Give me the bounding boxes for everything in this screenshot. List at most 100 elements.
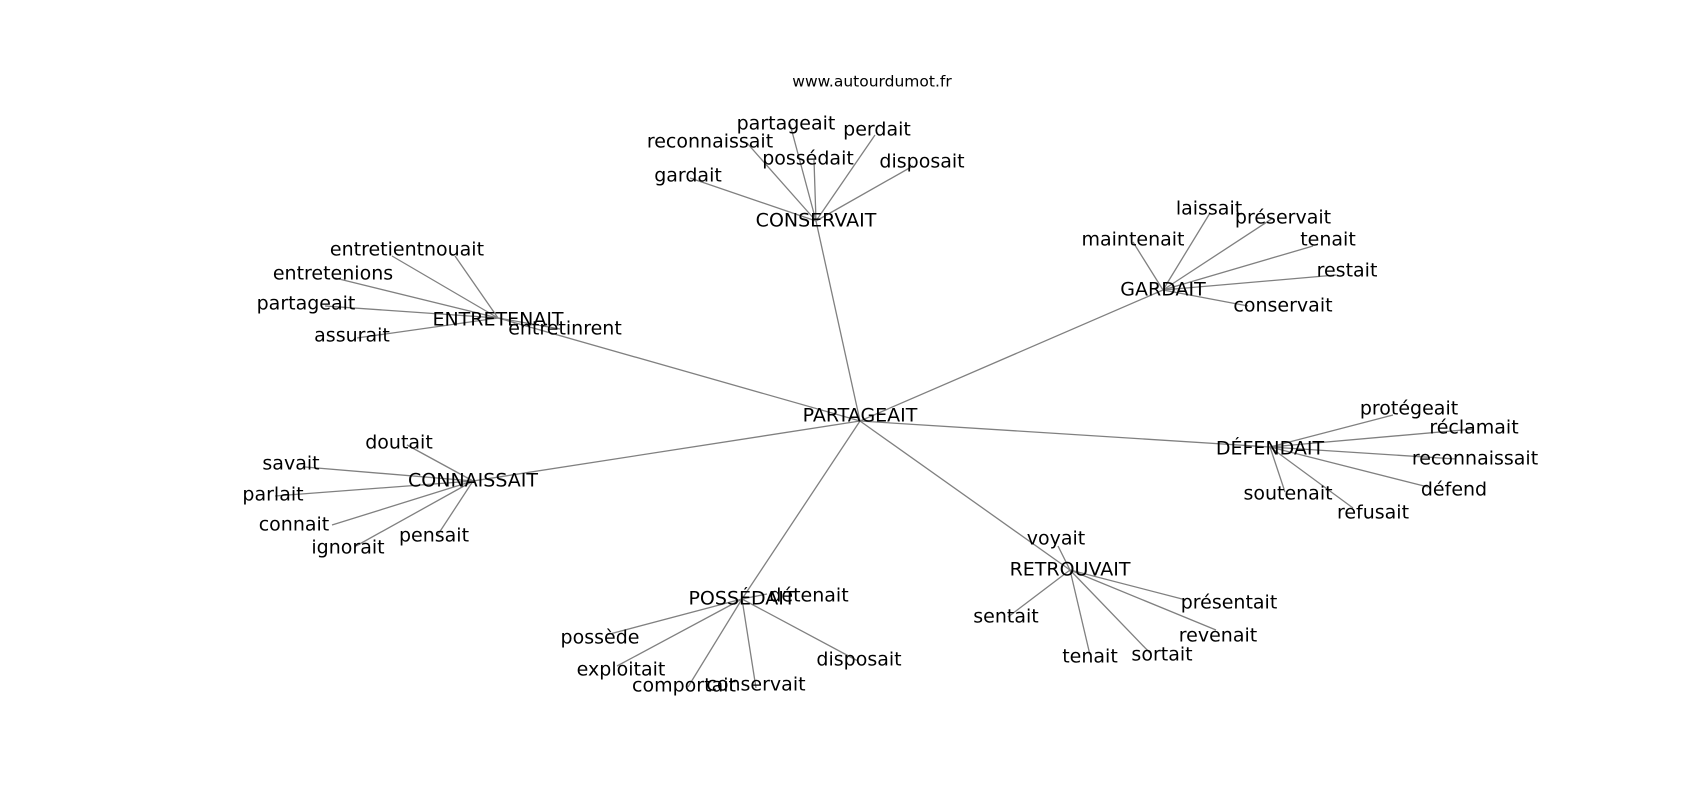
- edge-possedait-possede: [605, 598, 743, 636]
- edge-possedait-disposait: [741, 598, 859, 662]
- edge-gardait-maintenait: [1132, 241, 1164, 291]
- word-defendait-refusait: refusait: [1337, 502, 1409, 524]
- word-retrouvait-tenait: tenait: [1062, 646, 1118, 668]
- word-retrouvait-voyait: voyait: [1027, 528, 1085, 550]
- hub-word-gardait: GARDAIT: [1120, 279, 1206, 301]
- word-defendait-reclamait: réclamait: [1429, 417, 1518, 439]
- word-conservait-partageait: partageait: [737, 113, 836, 135]
- edge-defendait-reclamait: [1269, 428, 1475, 448]
- edge-conservait-partageait: [789, 123, 817, 222]
- word-possedait-comportait: comportait: [632, 675, 736, 697]
- graph-labels: www.autourdumot.fr CONSERVAIT gardait reco…: [242, 73, 1538, 697]
- edge-center-gardait: [859, 289, 1164, 422]
- word-possedait-disposait: disposait: [816, 649, 901, 671]
- edge-possedait-detenait: [741, 593, 768, 600]
- word-retrouvait-sortait: sortait: [1131, 644, 1192, 666]
- word-entretenait-entretenions: entretenions: [273, 263, 393, 285]
- edge-entretenait-partageait: [324, 305, 499, 319]
- word-retrouvait-presentait: présentait: [1181, 592, 1278, 614]
- edge-possedait-conservait: [741, 598, 757, 689]
- word-defendait-protegeait: protégeait: [1360, 398, 1458, 420]
- word-conservait-gardait: gardait: [654, 165, 722, 187]
- word-connaissait-connait: connait: [259, 514, 330, 536]
- edge-defendait-protegeait: [1269, 414, 1394, 448]
- word-retrouvait-revenait: revenait: [1179, 625, 1257, 647]
- word-possedait-exploitait: exploitait: [577, 659, 666, 681]
- edge-retrouvait-tenait: [1069, 569, 1091, 656]
- edge-retrouvait-presentait: [1069, 569, 1187, 601]
- word-conservait-possedait: possédait: [762, 148, 854, 170]
- word-connaissait-ignorait: ignorait: [311, 537, 384, 559]
- word-entretenait-partageait: partageait: [257, 293, 356, 315]
- edge-connaissait-ignorait: [355, 480, 474, 547]
- word-connaissait-doutait: doutait: [365, 432, 433, 454]
- hub-word-connaissait: CONNAISSAIT: [408, 470, 538, 492]
- edge-defendait-defend: [1269, 446, 1429, 488]
- word-entretenait-nouait: nouait: [424, 239, 484, 261]
- edge-retrouvait-voyait: [1057, 545, 1071, 571]
- word-defendait-reconnaissait: reconnaissait: [1412, 448, 1538, 470]
- edge-conservait-reconnaissait: [746, 142, 817, 222]
- edge-gardait-restait: [1162, 274, 1337, 291]
- word-defendait-defend: défend: [1421, 479, 1487, 501]
- word-gardait-restait: restait: [1317, 260, 1378, 282]
- edge-possedait-exploitait: [616, 598, 743, 667]
- word-gardait-conservait: conservait: [1233, 295, 1332, 317]
- edge-connaissait-pensait: [436, 480, 474, 537]
- edge-center-entretenait: [497, 317, 861, 422]
- edge-entretenait-entretinrent: [497, 317, 561, 330]
- word-gardait-preservait: préservait: [1235, 207, 1331, 229]
- edge-entretenait-entretenions: [334, 277, 499, 319]
- word-conservait-reconnaissait: reconnaissait: [647, 131, 773, 153]
- edge-connaissait-connait: [331, 480, 474, 526]
- site-credit: www.autourdumot.fr: [792, 73, 952, 91]
- word-connaissait-parlait: parlait: [242, 484, 303, 506]
- edge-defendait-refusait: [1269, 446, 1354, 509]
- word-entretenait-assurait: assurait: [314, 325, 390, 347]
- word-retrouvait-sentait: sentait: [973, 606, 1038, 628]
- edge-defendait-reconnaissait: [1269, 446, 1457, 460]
- hub-word-conservait: CONSERVAIT: [756, 210, 877, 232]
- graph-edges: [274, 123, 1475, 689]
- word-connaissait-savait: savait: [262, 453, 319, 475]
- word-conservait-perdait: perdait: [843, 119, 911, 141]
- edge-retrouvait-sortait: [1069, 569, 1151, 654]
- center-word: PARTAGEAIT: [803, 405, 918, 427]
- edge-gardait-conservait: [1162, 289, 1249, 307]
- edge-entretenait-entretient: [391, 255, 499, 319]
- edge-center-retrouvait: [859, 420, 1071, 571]
- edge-gardait-preservait: [1162, 217, 1274, 291]
- word-gardait-maintenait: maintenait: [1081, 229, 1184, 251]
- edge-retrouvait-sentait: [1007, 569, 1071, 618]
- edge-connaissait-savait: [304, 466, 474, 482]
- word-connaissait-pensait: pensait: [399, 525, 469, 547]
- edge-entretenait-assurait: [356, 317, 499, 339]
- edge-conservait-gardait: [689, 177, 817, 222]
- edge-center-conservait: [815, 220, 861, 422]
- edge-gardait-laissait: [1162, 212, 1211, 291]
- edge-conservait-possedait: [813, 159, 817, 222]
- edge-possedait-comportait: [687, 598, 743, 688]
- word-gardait-laissait: laissait: [1176, 198, 1242, 220]
- word-conservait-disposait: disposait: [879, 151, 964, 173]
- word-possedait-detenait: détenait: [769, 585, 848, 607]
- hub-word-defendait: DÉFENDAIT: [1216, 437, 1325, 460]
- edge-entretenait-nouait: [454, 255, 499, 319]
- edge-conservait-disposait: [815, 165, 914, 222]
- edge-center-possedait: [741, 420, 861, 600]
- word-possedait-possede: possède: [561, 627, 640, 649]
- word-gardait-tenait: tenait: [1300, 229, 1356, 251]
- hub-word-entretenait: ENTRETENAIT: [432, 309, 563, 331]
- edge-retrouvait-revenait: [1069, 569, 1217, 631]
- edge-center-defendait: [859, 420, 1271, 448]
- edge-connaissait-parlait: [274, 480, 474, 497]
- hub-word-possedait: POSSÉDAIT: [688, 587, 795, 610]
- word-entretenait-entretinrent: entretinrent: [508, 318, 622, 340]
- edge-center-connaissait: [472, 420, 861, 482]
- edge-gardait-tenait: [1162, 245, 1314, 291]
- edge-connaissait-doutait: [406, 444, 474, 482]
- edge-defendait-soutenait: [1269, 446, 1286, 493]
- word-possedait-conservait: conservait: [706, 674, 805, 696]
- edge-conservait-perdait: [815, 134, 876, 222]
